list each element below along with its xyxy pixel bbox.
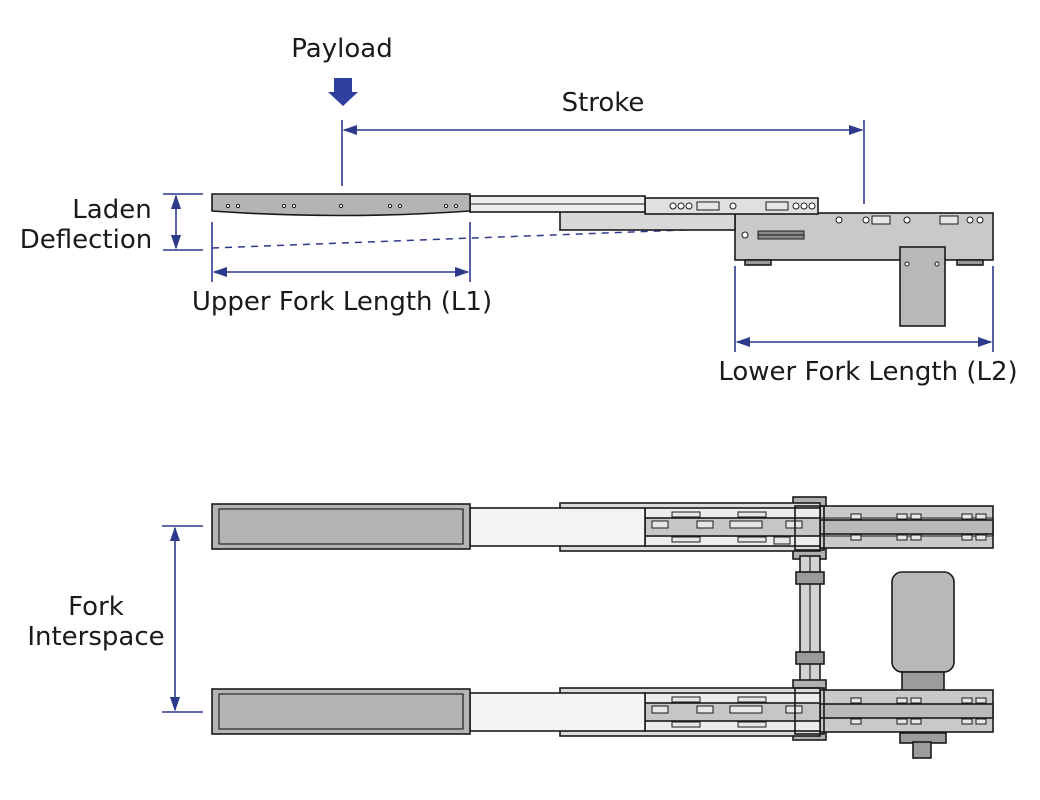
top-view: Fork Interspace xyxy=(27,496,994,759)
upper-fork-length-label: Upper Fork Length (L1) xyxy=(192,287,492,317)
fork-interspace-dimension xyxy=(162,525,203,713)
drive-motor xyxy=(891,571,955,759)
lower-fork-length-dimension xyxy=(734,266,994,352)
top-fork-assembly-lower xyxy=(211,687,994,737)
side-view: Payload Stroke Laden Deflection xyxy=(20,34,1018,387)
lower-fork-body xyxy=(734,212,994,327)
stroke-dimension xyxy=(341,120,865,204)
top-fork-assembly-upper xyxy=(211,502,994,552)
laden-deflection-dimension xyxy=(163,193,736,251)
upper-fork-blade xyxy=(211,193,471,217)
upper-fork-rail xyxy=(469,195,646,213)
fork-interspace-label-line1: Fork xyxy=(68,592,124,622)
laden-deflection-label-line1: Laden xyxy=(72,195,151,225)
payload-label: Payload xyxy=(291,34,392,64)
laden-deflection-label-line2: Deflection xyxy=(20,225,153,255)
upper-fork-length-dimension xyxy=(211,222,471,282)
fork-interspace-label-line2: Interspace xyxy=(27,622,164,652)
stroke-label: Stroke xyxy=(562,88,645,118)
middle-carriage xyxy=(644,197,819,215)
lower-fork-length-label: Lower Fork Length (L2) xyxy=(718,357,1017,387)
arrow-down-icon xyxy=(328,78,358,106)
